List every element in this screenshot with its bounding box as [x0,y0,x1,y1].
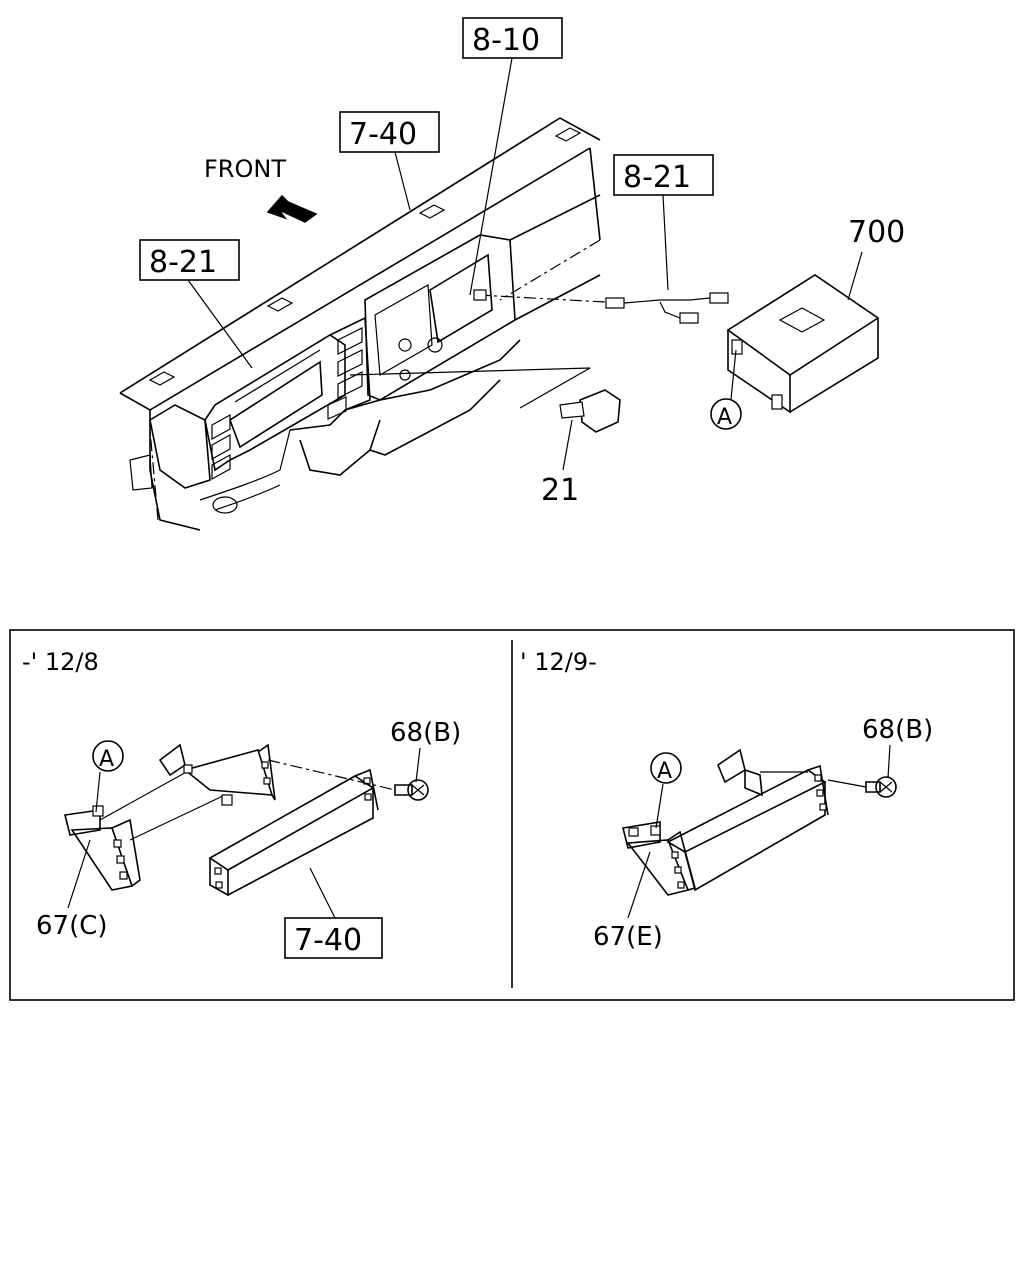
ref-label-7-40-detail: 7-40 [294,923,362,958]
circle-a-main [710,398,742,430]
leader-a-left [95,771,101,813]
ref-box-8-21-right [613,154,714,196]
circle-a-left [92,740,124,772]
ref-label-8-21-right: 8-21 [623,160,691,195]
leader-7-40-detail [309,867,336,919]
ref-label-8-21-left: 8-21 [149,245,217,280]
detail-right-bracket-assembly [622,748,897,896]
front-label: FRONT [204,155,286,183]
circle-a-right [650,752,682,784]
circle-a-left-label: A [99,747,114,772]
leader-67c [67,839,91,909]
wiring-harness [473,289,729,324]
leader-a-right [655,783,664,829]
front-arrow [266,194,318,223]
part-label-68b-right: 68(B) [862,715,933,745]
dashboard-assembly [119,117,601,531]
ref-box-7-40 [339,111,440,153]
leader-8-21-left [187,279,253,369]
leader-68b-right [887,744,891,779]
switch-21 [349,367,621,433]
ref-label-7-40: 7-40 [349,117,417,152]
ref-box-8-21-left [139,239,240,281]
leader-67e [627,851,651,919]
part-label-68b-left: 68(B) [390,718,461,748]
detail-right-range: ' 12/9- [520,648,597,676]
leader-21 [562,419,573,471]
leader-8-21-right [662,194,669,291]
part-label-67e: 67(E) [593,922,663,952]
part-label-67c: 67(C) [36,911,108,941]
leader-700 [847,251,863,301]
ref-label-8-10: 8-10 [472,23,540,58]
leader-7-40 [394,151,411,211]
ref-box-7-40-detail [284,917,383,959]
part-label-700: 700 [848,215,905,250]
ref-box-8-10 [462,17,563,59]
leader-a-main [730,349,737,400]
detail-panel [9,629,1015,1001]
circle-a-right-label: A [657,759,672,784]
part-label-21: 21 [541,473,579,508]
detail-left-bracket-assembly [64,743,429,897]
circle-a-main-label: A [717,405,732,430]
leader-68b-left [415,747,421,783]
control-unit-700 [726,274,880,414]
detail-left-range: -' 12/8 [22,648,99,676]
leader-8-10 [469,57,513,296]
